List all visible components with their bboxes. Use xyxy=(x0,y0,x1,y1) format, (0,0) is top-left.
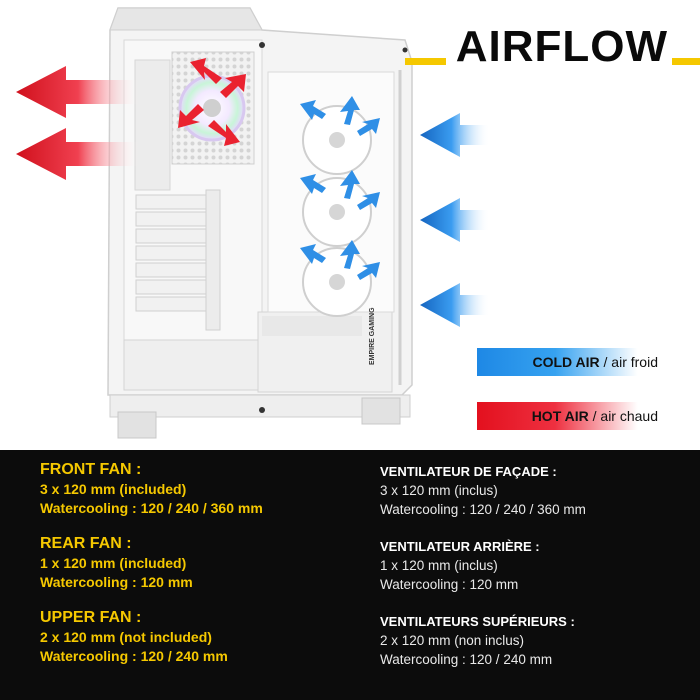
spec-front-fan-fr: VENTILATEUR DE FAÇADE : 3 x 120 mm (incl… xyxy=(380,462,690,519)
spec-line: 1 x 120 mm (inclus) xyxy=(380,558,498,573)
hot-air-swatch xyxy=(477,402,700,430)
spec-rear-fan-fr: VENTILATEUR ARRIÈRE : 1 x 120 mm (inclus… xyxy=(380,537,690,594)
spec-line: 2 x 120 mm (non inclus) xyxy=(380,633,525,648)
legend-hot-rest: / air chaud xyxy=(588,408,658,424)
product-illustration-area: EMPIRE GAMING xyxy=(16,7,700,439)
legend-cold-air-label: COLD AIR / air froid xyxy=(532,348,658,376)
cold-air-swatch xyxy=(477,348,700,376)
spec-heading: VENTILATEUR ARRIÈRE : xyxy=(380,539,540,554)
pc-case: EMPIRE GAMING xyxy=(107,7,413,439)
legend-cold-strong: COLD AIR xyxy=(532,354,600,370)
spec-upper-fan-en: UPPER FAN : 2 x 120 mm (not included) Wa… xyxy=(40,607,360,666)
spec-line: Watercooling : 120 mm xyxy=(380,577,519,592)
spec-line: Watercooling : 120 / 240 / 360 mm xyxy=(380,502,586,517)
case-brand-label: EMPIRE GAMING xyxy=(369,307,376,365)
spec-heading: FRONT FAN : xyxy=(40,461,142,478)
page-title: AIRFLOW xyxy=(445,24,672,70)
spec-heading: VENTILATEURS SUPÉRIEURS : xyxy=(380,614,575,629)
rear-fan-airflow-arrows xyxy=(178,58,246,146)
spec-front-fan-en: FRONT FAN : 3 x 120 mm (included) Waterc… xyxy=(40,459,360,518)
specs-english: FRONT FAN : 3 x 120 mm (included) Waterc… xyxy=(40,459,360,681)
fan-airflow-arrows xyxy=(300,96,380,280)
cold-air-intake-arrows xyxy=(420,113,490,327)
spec-line: 1 x 120 mm (included) xyxy=(40,555,187,571)
spec-line: Watercooling : 120 / 240 mm xyxy=(380,652,553,667)
legend-hot-air: HOT AIR / air chaud xyxy=(477,402,700,430)
spec-heading: REAR FAN : xyxy=(40,535,132,552)
legend-cold-rest: / air froid xyxy=(599,354,658,370)
legend-hot-strong: HOT AIR xyxy=(531,408,589,424)
spec-line: 2 x 120 mm (not included) xyxy=(40,629,212,645)
legend-hot-air-label: HOT AIR / air chaud xyxy=(532,402,658,430)
pc-case-illustration: EMPIRE GAMING xyxy=(16,7,490,439)
spec-line: Watercooling : 120 / 240 / 360 mm xyxy=(40,500,263,516)
specs-french: VENTILATEUR DE FAÇADE : 3 x 120 mm (incl… xyxy=(380,462,690,687)
legend-cold-air: COLD AIR / air froid xyxy=(477,348,700,376)
hot-air-exhaust-arrows xyxy=(16,66,140,180)
spec-line: 3 x 120 mm (inclus) xyxy=(380,483,498,498)
spec-rear-fan-en: REAR FAN : 1 x 120 mm (included) Waterco… xyxy=(40,533,360,592)
spec-upper-fan-fr: VENTILATEURS SUPÉRIEURS : 2 x 120 mm (no… xyxy=(380,612,690,669)
spec-heading: VENTILATEUR DE FAÇADE : xyxy=(380,464,557,479)
spec-line: 3 x 120 mm (included) xyxy=(40,481,187,497)
spec-line: Watercooling : 120 mm xyxy=(40,574,193,590)
spec-heading: UPPER FAN : xyxy=(40,609,142,626)
title-banner: AIRFLOW xyxy=(405,24,700,70)
specs-panel: FRONT FAN : 3 x 120 mm (included) Waterc… xyxy=(0,450,700,700)
spec-line: Watercooling : 120 / 240 mm xyxy=(40,648,228,664)
